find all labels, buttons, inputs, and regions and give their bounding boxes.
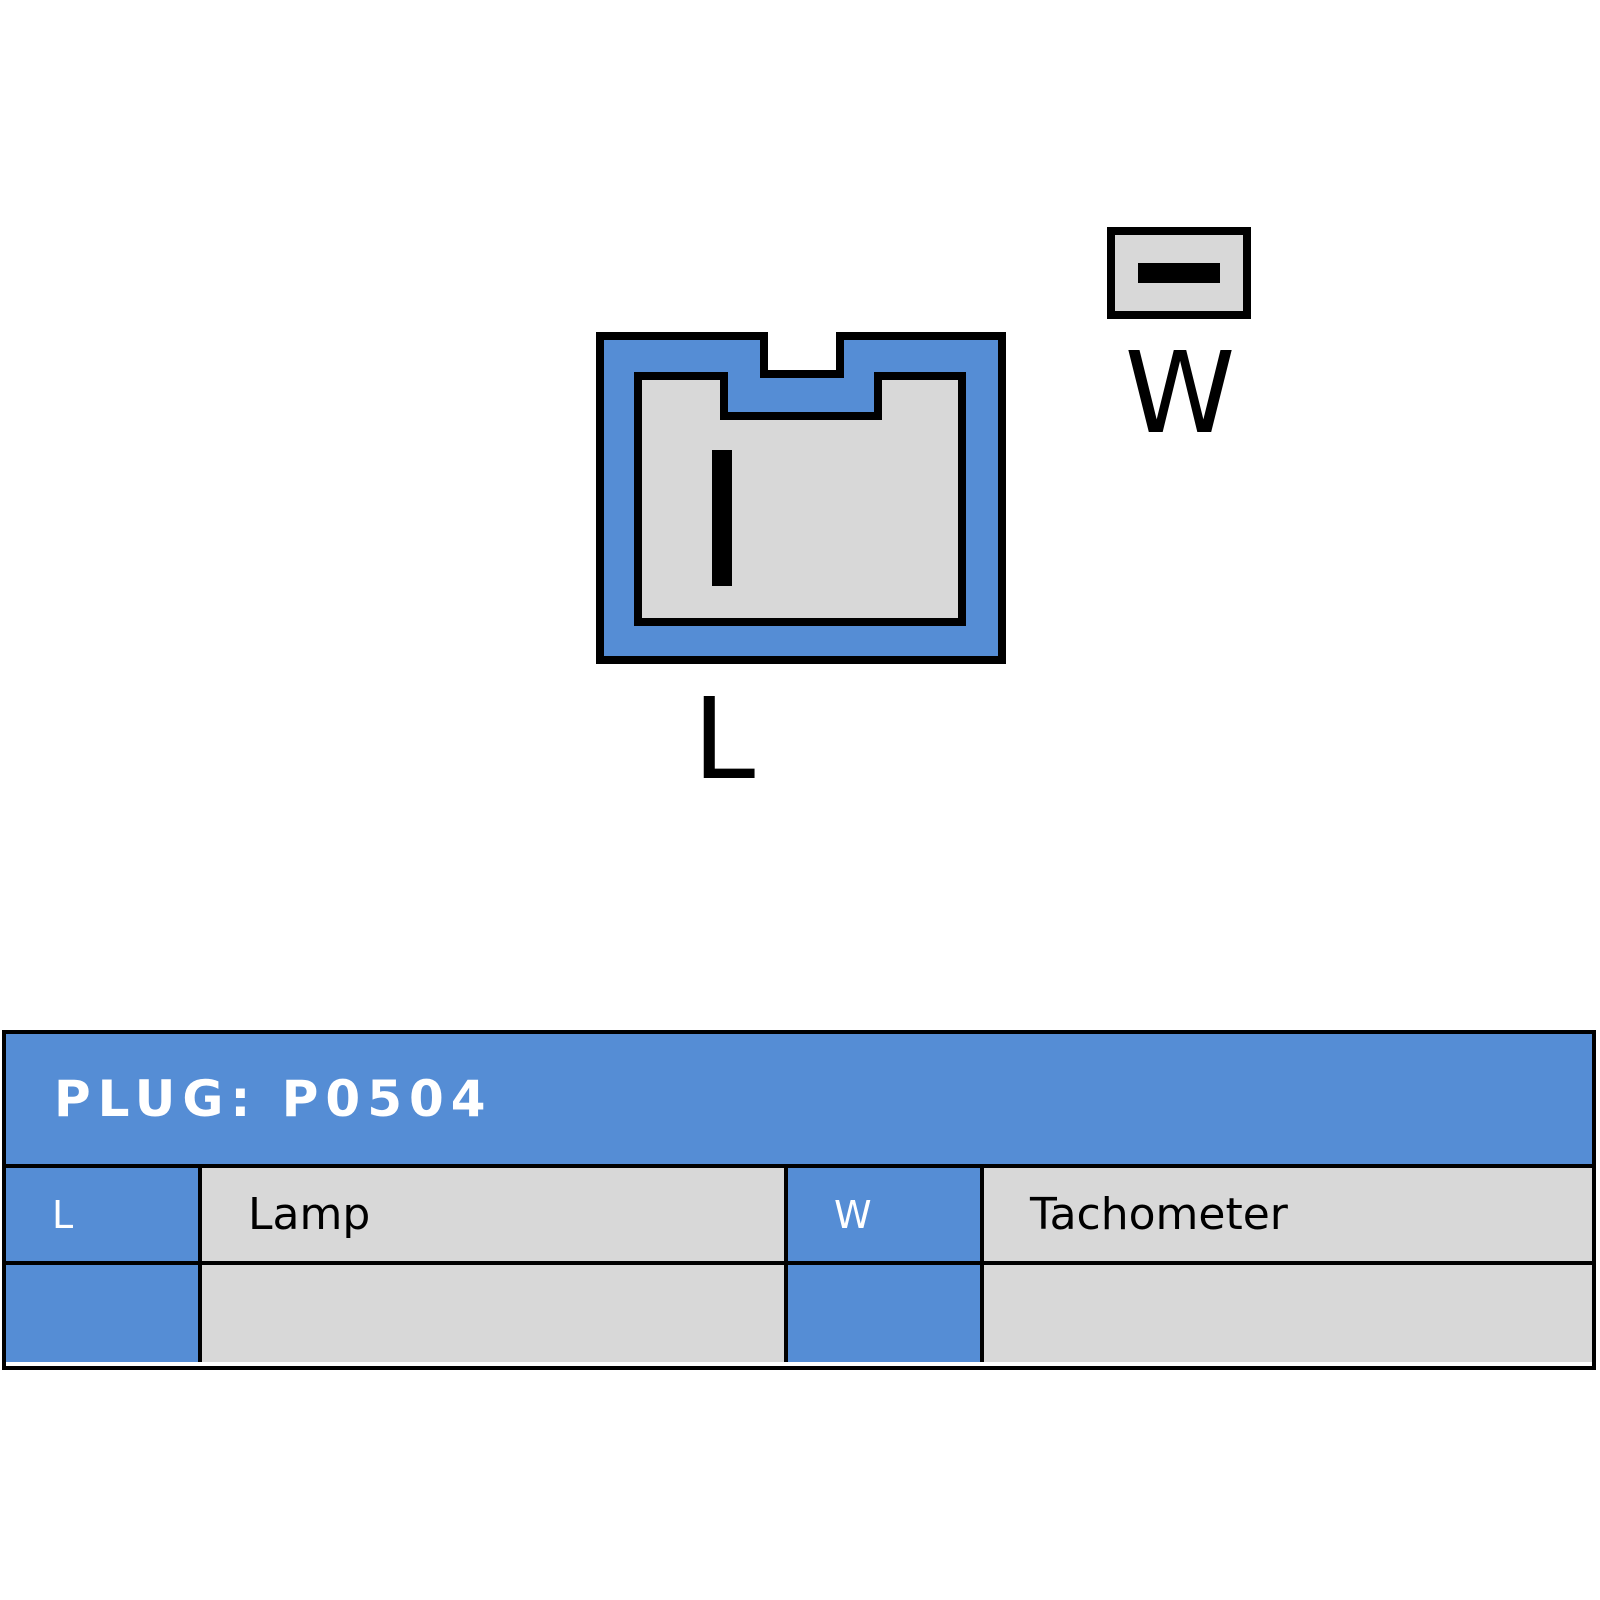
pin-code-cell: W bbox=[788, 1168, 984, 1261]
pin-function-cell bbox=[984, 1265, 1592, 1362]
pin-function-cell bbox=[202, 1265, 788, 1362]
main-connector-cavity bbox=[634, 372, 966, 626]
pinout-table: PLUG: P0504 L Lamp W Tachometer bbox=[2, 1030, 1596, 1370]
table-title: PLUG: P0504 bbox=[6, 1034, 1592, 1168]
pin-code-cell: L bbox=[6, 1168, 202, 1261]
connector-diagram: L W bbox=[596, 227, 1251, 805]
pin-code-cell bbox=[6, 1265, 202, 1362]
terminal-l-blade bbox=[712, 450, 732, 586]
pin-label-l: L bbox=[693, 675, 755, 805]
pin-function-cell: Tachometer bbox=[984, 1168, 1592, 1261]
terminal-w-blade bbox=[1138, 263, 1220, 283]
pin-code-cell bbox=[788, 1265, 984, 1362]
pin-function-cell: Lamp bbox=[202, 1168, 788, 1261]
pin-label-w: W bbox=[1125, 329, 1236, 459]
table-row: L Lamp W Tachometer bbox=[6, 1168, 1592, 1265]
table-row bbox=[6, 1265, 1592, 1362]
